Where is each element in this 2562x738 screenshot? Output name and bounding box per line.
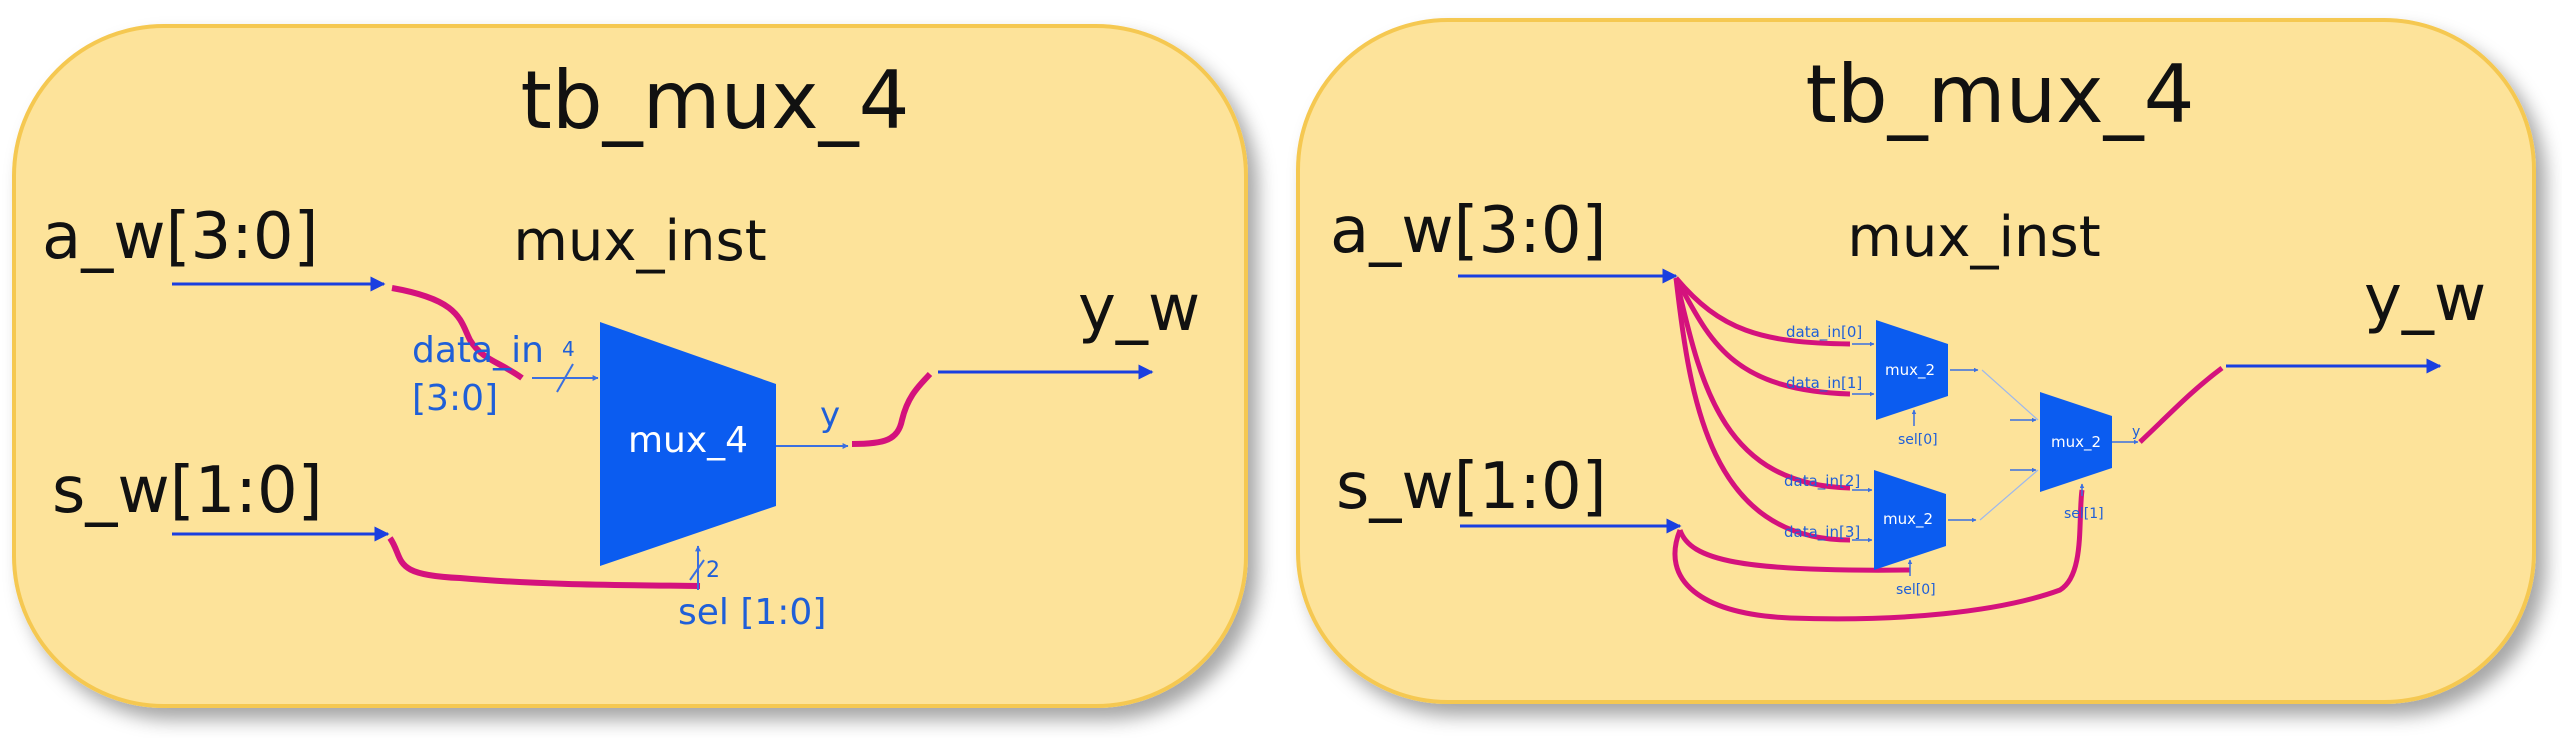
right-data-in-2-label: data_in[2] <box>1784 472 1860 491</box>
left-connection-y-to-output <box>851 371 933 447</box>
right-data-in-3-label: data_in[3] <box>1784 523 1860 542</box>
right-mux2-bottom-block <box>1874 470 1946 570</box>
left-y-port-label: y <box>820 395 840 435</box>
right-mux2-top-block <box>1876 320 1948 420</box>
right-connection-a-data-in-3 <box>1673 277 1851 543</box>
right-wire-bottom-to-final <box>1979 469 2039 521</box>
right-mux2-final-block <box>2040 392 2112 492</box>
right-mux2-bottom-label: mux_2 <box>1883 510 1933 529</box>
left-sel-width: 2 <box>706 558 720 583</box>
right-input-s-label: s_w[1:0] <box>1336 450 1607 524</box>
right-sel-top-label: sel[0] <box>1898 432 1938 448</box>
left-data-in-width: 4 <box>562 337 575 361</box>
left-connection-s-to-sel <box>387 536 701 589</box>
left-sel-bus-slash <box>689 559 705 581</box>
left-panel: tb_mux_4 mux_inst a_w[3:0] s_w[1:0] y_w … <box>12 24 1248 708</box>
left-mux4-label: mux_4 <box>628 420 748 461</box>
right-wire-top-to-final <box>1981 369 2039 421</box>
right-mux2-top-label: mux_2 <box>1885 361 1935 380</box>
left-input-a-label: a_w[3:0] <box>42 200 319 274</box>
left-data-in-label: data_in <box>412 330 544 371</box>
right-connection-a-data-in-1 <box>1673 276 1851 397</box>
left-connection-a-to-data-in <box>391 285 524 381</box>
left-data-in-range: [3:0] <box>412 378 498 419</box>
left-panel-title: tb_mux_4 <box>520 54 909 147</box>
left-input-s-label: s_w[1:0] <box>52 454 323 528</box>
right-port-y-label: y <box>2132 424 2140 440</box>
left-data-in-bus-slash <box>556 363 574 393</box>
right-connection-a-data-in-0 <box>1674 276 1851 347</box>
right-sel-bottom-label: sel[0] <box>1896 582 1936 598</box>
left-instance-name: mux_inst <box>513 209 766 274</box>
right-sel-final-label: sel[1] <box>2064 506 2104 522</box>
right-panel: tb_mux_4 mux_inst a_w[3:0] s_w[1:0] y_w … <box>1296 18 2536 704</box>
left-output-label: y_w <box>1078 272 1200 346</box>
right-instance-name: mux_inst <box>1847 205 2100 270</box>
right-mux2-final-label: mux_2 <box>2051 433 2101 452</box>
right-connection-s-sel0 <box>1677 529 1911 573</box>
left-sel-label: sel [1:0] <box>678 592 826 633</box>
right-input-a-label: a_w[3:0] <box>1330 194 1607 268</box>
right-connection-y-to-output <box>2138 366 2224 444</box>
right-output-label: y_w <box>2364 262 2486 336</box>
right-panel-title: tb_mux_4 <box>1805 48 2194 141</box>
right-connection-s-sel1 <box>1672 489 2085 622</box>
right-data-in-0-label: data_in[0] <box>1786 323 1862 342</box>
right-connection-a-data-in-2 <box>1673 277 1851 491</box>
right-data-in-1-label: data_in[1] <box>1786 374 1862 393</box>
left-mux4-block <box>600 322 776 566</box>
